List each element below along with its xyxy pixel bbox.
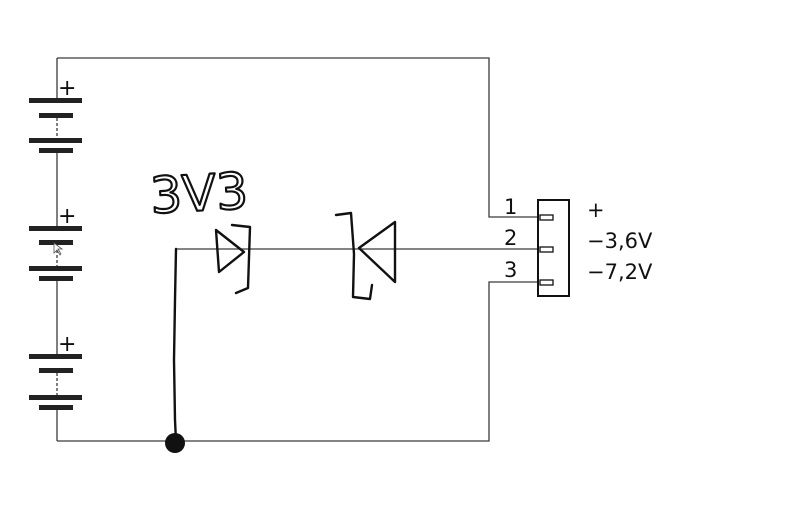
connector-pin-1 bbox=[539, 214, 554, 221]
pin-number-3: 3 bbox=[504, 258, 517, 282]
battery-plate-positive bbox=[29, 226, 82, 231]
polarity-plus: + bbox=[58, 332, 76, 357]
zener-voltage-label: 3V3 bbox=[149, 162, 250, 225]
battery-plate-positive bbox=[29, 354, 82, 359]
polarity-plus: + bbox=[58, 76, 76, 101]
pin-voltage-1: + bbox=[587, 198, 605, 222]
battery-plate-positive bbox=[29, 98, 82, 103]
zener-diode-2 bbox=[334, 211, 397, 301]
pin-number-2: 2 bbox=[504, 226, 517, 250]
pin-number-1: 1 bbox=[504, 195, 517, 219]
top-wire bbox=[57, 57, 540, 218]
battery-plate-negative bbox=[39, 148, 73, 153]
battery-plate-positive bbox=[29, 266, 82, 271]
connector-pin-3 bbox=[539, 279, 554, 286]
connector-pin-2 bbox=[539, 246, 554, 253]
polarity-plus: + bbox=[58, 204, 76, 229]
battery-plate-negative bbox=[39, 276, 73, 281]
battery-plate-negative bbox=[39, 240, 73, 245]
battery-plate-positive bbox=[29, 138, 82, 143]
battery-cell-3: + bbox=[29, 332, 82, 410]
battery-plate-negative bbox=[39, 368, 73, 373]
pin-voltage-2: −3,6V bbox=[587, 229, 653, 253]
cursor-icon bbox=[53, 242, 64, 256]
battery-cell-1: + bbox=[29, 76, 82, 153]
zener-diode-1 bbox=[214, 223, 252, 295]
battery-plate-negative bbox=[39, 405, 73, 410]
diode-bar bbox=[230, 223, 252, 295]
wires bbox=[56, 57, 540, 443]
battery-plate-negative bbox=[39, 113, 73, 118]
battery-stack: + + + bbox=[29, 76, 82, 410]
junction-dot bbox=[165, 433, 185, 453]
bottom-wire bbox=[57, 281, 540, 442]
diode-triangle bbox=[214, 228, 246, 274]
diode-bar bbox=[334, 211, 374, 301]
battery-plate-positive bbox=[29, 395, 82, 400]
junction-lead bbox=[172, 247, 178, 443]
battery-cell-2: + bbox=[29, 204, 82, 281]
connector: 1 2 3 + −3,6V −7,2V bbox=[504, 195, 653, 297]
diode-triangle bbox=[357, 220, 397, 284]
pin-voltage-3: −7,2V bbox=[587, 260, 653, 284]
